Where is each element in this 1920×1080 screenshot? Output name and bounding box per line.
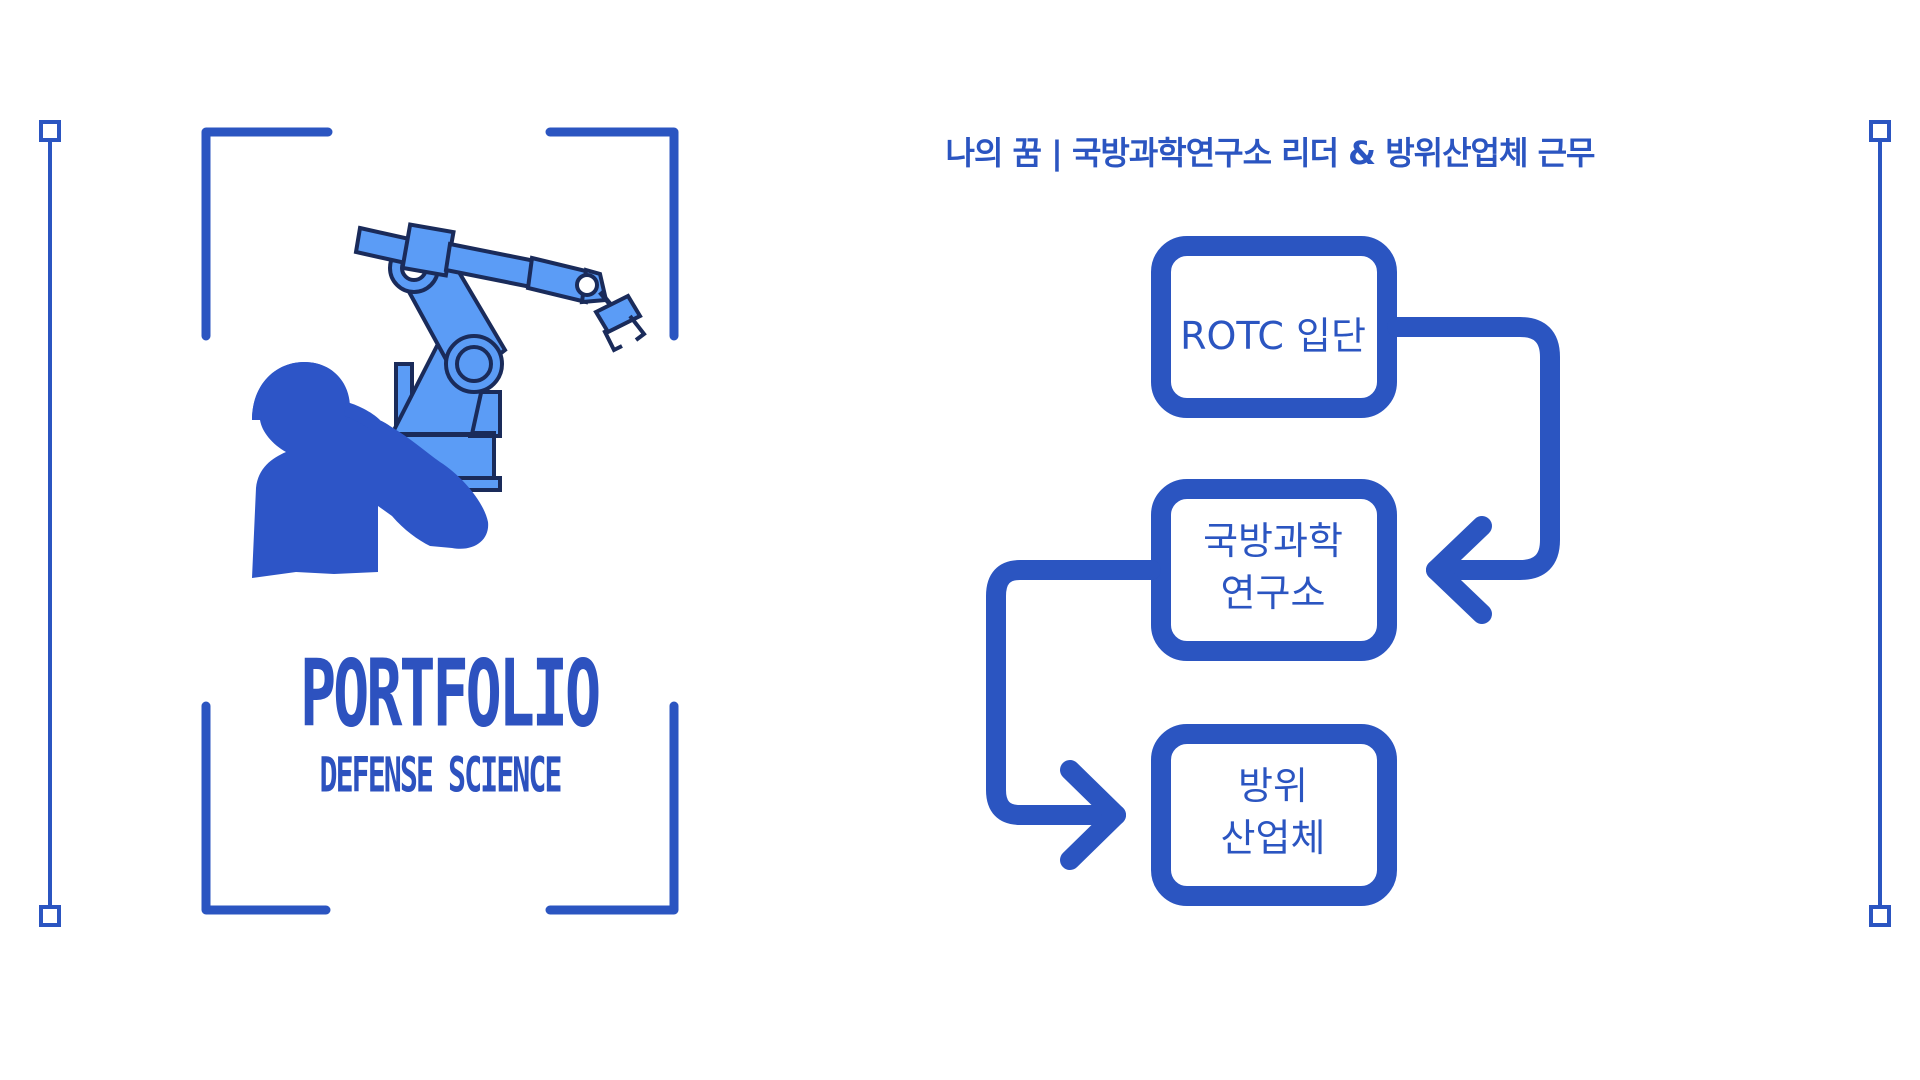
flow-step-rotc: ROTC 입단 (1160, 310, 1386, 362)
flow-step-label: 방위 (1238, 764, 1308, 808)
saluting-soldier-with-robot-arm-icon (252, 222, 647, 578)
logo-title: PORTFOLIO (300, 640, 601, 749)
flow-step-industry: 방위 산업체 (1160, 760, 1386, 864)
flow-step-label: 산업체 (1220, 816, 1326, 860)
flow-step-label: 국방과학 (1203, 519, 1343, 563)
page-title: 나의 꿈 | 국방과학연구소 리더 & 방위산업체 근무 (945, 134, 1596, 172)
logo-subtitle: DEFENSE SCIENCE (319, 748, 563, 805)
flow-box-industry (1151, 724, 1397, 906)
right-rail (1869, 120, 1891, 927)
arrow-right-icon (986, 560, 1161, 870)
flow-step-label: ROTC 입단 (1180, 314, 1366, 358)
flow-step-add: 국방과학 연구소 (1160, 515, 1386, 619)
left-rail (39, 120, 61, 927)
logo-frame (201, 127, 679, 915)
arrow-right-icon (1387, 317, 1560, 624)
flow-step-label: 연구소 (1220, 571, 1326, 615)
